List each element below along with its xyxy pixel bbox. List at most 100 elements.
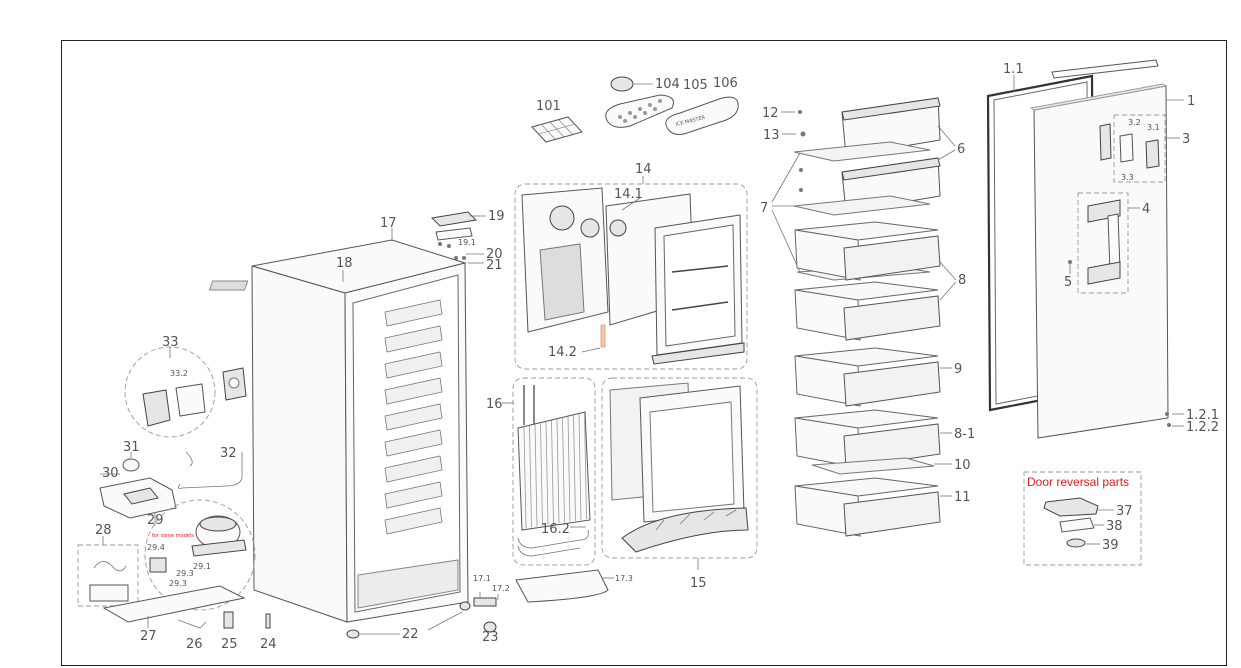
- wiring-group-outline: [77, 544, 139, 607]
- label-31: 31: [123, 440, 140, 455]
- label-13: 13: [763, 128, 780, 143]
- label-1: 1: [1187, 94, 1195, 109]
- ice-scoop-104: [610, 76, 634, 92]
- drawer-8b: [794, 281, 941, 341]
- label-27: 27: [140, 629, 157, 644]
- ice-tray-101: [531, 116, 583, 143]
- label-33-2: 33.2: [170, 369, 188, 378]
- label-33: 33: [162, 335, 179, 350]
- rubber-plug-31: [122, 458, 140, 472]
- label-4: 4: [1142, 202, 1150, 217]
- label-26: 26: [186, 637, 203, 652]
- label-3: 3: [1182, 132, 1190, 147]
- condenser-group-outline: [512, 377, 596, 566]
- top-hinge-19: [430, 211, 478, 241]
- glass-shelf-7a: [793, 141, 931, 162]
- hinge-37: [1043, 497, 1099, 517]
- compressor-note: for some models: [152, 533, 194, 539]
- door-panel-1: [1029, 83, 1169, 439]
- cabinet-rail: [384, 403, 443, 431]
- cabinet-rail: [384, 481, 443, 509]
- door-bin-6a: [841, 97, 941, 157]
- ice-master-tray-106: ICE MASTER: [665, 96, 739, 135]
- cabinet-rail: [384, 377, 443, 405]
- door-handle-4: [1087, 199, 1121, 285]
- label-19: 19: [488, 209, 505, 224]
- freezer-back-panel: [521, 187, 609, 333]
- label-7: 7: [760, 201, 768, 216]
- drawer-8a: [794, 221, 941, 281]
- foot-assembly-23: [473, 597, 497, 633]
- label-18: 18: [336, 256, 353, 271]
- label-23: 23: [482, 630, 499, 645]
- refrigerator-cabinet: [208, 239, 469, 623]
- power-cord-28: [89, 561, 129, 602]
- label-21: 21: [486, 258, 503, 273]
- compressor-tray-30: [99, 477, 177, 519]
- door-screws-1-2: [1165, 412, 1171, 427]
- hinge-39: [1066, 538, 1086, 548]
- label-14-1: 14.1: [614, 187, 643, 202]
- label-37: 37: [1116, 504, 1133, 519]
- door-part-4-outline: [1077, 192, 1129, 294]
- label-17-1: 17.1: [473, 574, 491, 583]
- door-reversal-outline: [1023, 471, 1142, 566]
- label-3-3: 3.3: [1121, 173, 1134, 182]
- label-29: 29: [147, 513, 164, 528]
- label-19-1: 19.1: [458, 238, 476, 247]
- condenser-lower-coil: [517, 529, 589, 557]
- hinge-38: [1059, 517, 1095, 533]
- label-105: 105: [683, 78, 708, 93]
- cabinet-rail: [384, 455, 443, 483]
- condenser-fins: [523, 412, 587, 529]
- cabinet-shelf-rails: [384, 299, 443, 535]
- label-29-3b: 29.3: [169, 579, 187, 588]
- label-5: 5: [1064, 275, 1072, 290]
- label-6: 6: [957, 142, 965, 157]
- cabinet-rail: [384, 351, 443, 379]
- control-board: [222, 367, 247, 401]
- label-11: 11: [954, 490, 971, 505]
- door-top-strip: [1051, 59, 1159, 79]
- cabinet-rail: [384, 299, 443, 327]
- label-29-3a: 29.3: [176, 569, 194, 578]
- label-14: 14: [635, 162, 652, 177]
- label-39: 39: [1102, 538, 1119, 553]
- label-106: 106: [713, 76, 738, 91]
- compressor-29: [191, 515, 247, 557]
- label-3-1: 3.1: [1147, 123, 1160, 132]
- condenser-coil: [517, 385, 591, 531]
- door-part-3-outline: [1113, 114, 1166, 183]
- cabinet-rail: [384, 507, 443, 535]
- relay-29-3: [149, 557, 167, 573]
- capacitor-25: [223, 611, 234, 629]
- label-29-1: 29.1: [193, 562, 211, 571]
- drawers-group: [794, 221, 941, 537]
- label-16-2: 16.2: [541, 522, 570, 537]
- leveling-foot-22: [346, 601, 471, 639]
- back-cover-group-outline: [601, 377, 758, 559]
- label-1-2-2: 1.2.2: [1186, 420, 1219, 435]
- label-24: 24: [260, 637, 277, 652]
- sensor-14-2: [600, 324, 606, 348]
- back-cover-panel: [609, 382, 749, 553]
- label-22: 22: [402, 627, 419, 642]
- drawer-8-1: [794, 409, 941, 469]
- label-29-4: 29.4: [147, 543, 165, 552]
- ice-tray-105: [605, 94, 674, 128]
- label-8-1: 8-1: [954, 427, 975, 442]
- freezer-group-outline: [514, 183, 748, 370]
- label-3-2: 3.2: [1128, 118, 1141, 127]
- pin-24: [265, 613, 271, 629]
- label-12: 12: [762, 106, 779, 121]
- label-15: 15: [690, 576, 707, 591]
- compressor-group-outline: [144, 499, 256, 611]
- label-28: 28: [95, 523, 112, 538]
- label-14-2: 14.2: [548, 345, 577, 360]
- cable-26: [177, 619, 207, 629]
- drain-pipe-32: [178, 451, 243, 489]
- label-10: 10: [954, 458, 971, 473]
- freezer-door-frame: [651, 214, 745, 365]
- base-rail-27: [102, 585, 246, 623]
